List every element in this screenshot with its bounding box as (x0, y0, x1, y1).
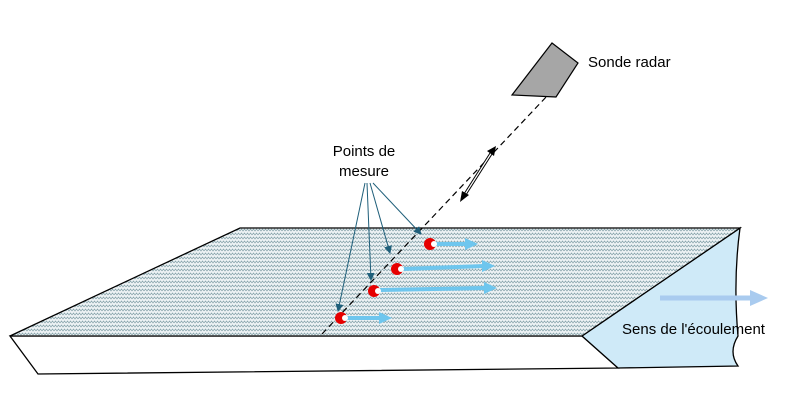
leader-lines (335, 182, 422, 312)
velocity-arrow-2 (379, 282, 497, 294)
measurement-point-1 (335, 312, 348, 324)
velocity-arrow-1 (346, 312, 392, 324)
points-label-line1: Points de (333, 143, 396, 160)
velocity-arrow-3 (402, 260, 495, 272)
measurement-point-2 (368, 285, 381, 297)
probe-label: Sonde radar (588, 54, 671, 71)
river-bank-front (8, 335, 620, 375)
measurement-points (335, 238, 437, 324)
velocity-arrow-4 (436, 238, 478, 250)
points-label-line2: mesure (339, 163, 389, 180)
radar-beam-line (321, 94, 549, 335)
flow-direction-label: Sens de l'écoulement (622, 321, 766, 338)
beam-direction-arrow (460, 146, 496, 202)
radar-probe-icon (510, 42, 579, 98)
water-surface (9, 227, 743, 337)
measurement-point-3 (391, 263, 404, 275)
velocity-arrows (346, 238, 497, 324)
flow-direction-arrow (660, 290, 768, 306)
measurement-point-4 (424, 238, 437, 250)
